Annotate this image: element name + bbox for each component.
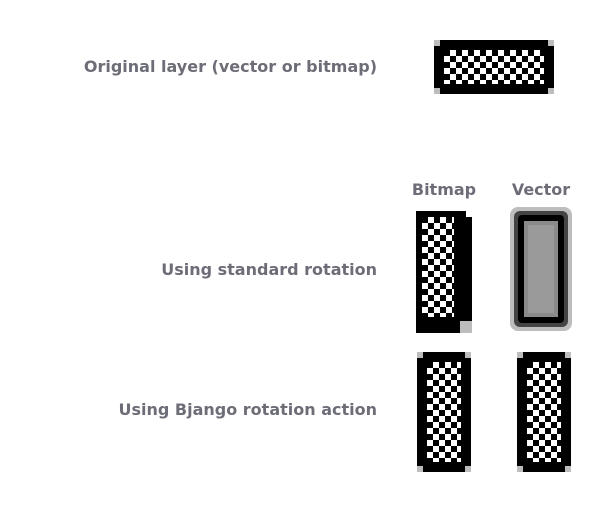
standard-bitmap-icon [416, 211, 472, 333]
vector-column-header: Vector [511, 180, 571, 199]
standard-rotation-label: Using standard rotation [161, 260, 377, 279]
standard-vector-icon [510, 207, 572, 331]
original-layer-icon [434, 40, 554, 94]
bjango-vector-icon [517, 352, 571, 472]
original-layer-label: Original layer (vector or bitmap) [83, 57, 377, 76]
bjango-bitmap-icon [417, 352, 471, 472]
bjango-rotation-label: Using Bjango rotation action [118, 400, 377, 419]
bitmap-column-header: Bitmap [411, 180, 477, 199]
